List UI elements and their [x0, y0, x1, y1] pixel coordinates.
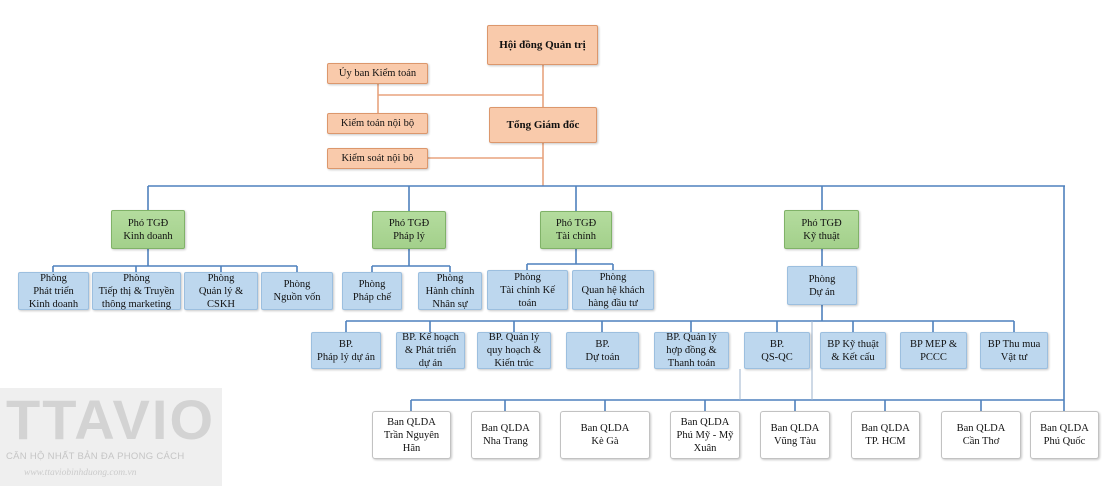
unit-estimation: BP. Dự toán: [566, 332, 639, 369]
unit-engineering-structure: BP Kỹ thuật & Kết cấu: [820, 332, 886, 369]
project-board-vung-tau: Ban QLDA Vũng Tàu: [760, 411, 830, 459]
project-board-phu-quoc: Ban QLDA Phú Quốc: [1030, 411, 1099, 459]
internal-control-box: Kiểm soát nội bộ: [327, 148, 428, 169]
dept-marketing: Phòng Tiếp thị & Truyền thông marketing: [92, 272, 181, 310]
project-board-nha-trang: Ban QLDA Nha Trang: [471, 411, 540, 459]
dept-customer-care: Phòng Quản lý & CSKH: [184, 272, 258, 310]
board-of-directors-box: Hội đồng Quản trị: [487, 25, 598, 65]
watermark-tagline: CĂN HỘ NHẤT BẢN ĐA PHONG CÁCH: [6, 451, 185, 462]
ceo-box: Tổng Giám đốc: [489, 107, 597, 143]
unit-qs-qc: BP. QS-QC: [744, 332, 810, 369]
dept-business-development: Phòng Phát triển Kinh doanh: [18, 272, 89, 310]
audit-committee-box: Ủy ban Kiểm toán: [327, 63, 428, 84]
unit-planning-development: BP. Kế hoạch & Phát triển dự án: [396, 332, 465, 369]
deputy-finance-box: Phó TGĐ Tài chính: [540, 211, 612, 249]
deputy-business-box: Phó TGĐ Kinh doanh: [111, 210, 185, 249]
unit-mep-fire: BP MEP & PCCC: [900, 332, 967, 369]
project-board-tran-nguyen-han: Ban QLDA Trần Nguyên Hãn: [372, 411, 451, 459]
deputy-legal-box: Phó TGĐ Pháp lý: [372, 211, 446, 249]
unit-project-legal: BP. Pháp lý dự án: [311, 332, 381, 369]
project-board-ke-ga: Ban QLDA Kè Gà: [560, 411, 650, 459]
project-board-hcm: Ban QLDA TP. HCM: [851, 411, 920, 459]
deputy-technical-box: Phó TGĐ Kỹ thuật: [784, 210, 859, 249]
dept-investor-relations: Phòng Quan hệ khách hàng đầu tư: [572, 270, 654, 310]
dept-accounting: Phòng Tài chính Kế toán: [487, 270, 568, 310]
watermark-url: www.ttaviobinhduong.com.vn: [24, 468, 137, 478]
unit-contracts-payments: BP. Quản lý hợp đồng & Thanh toán: [654, 332, 729, 369]
unit-procurement: BP Thu mua Vật tư: [980, 332, 1048, 369]
dept-legal: Phòng Pháp chế: [342, 272, 402, 310]
dept-hr-admin: Phòng Hành chính Nhân sự: [418, 272, 482, 310]
internal-audit-box: Kiểm toán nội bộ: [327, 113, 428, 134]
watermark-logo-text: TTAVIO: [6, 388, 216, 451]
watermark-logo: TTAVIO CĂN HỘ NHẤT BẢN ĐA PHONG CÁCH www…: [0, 388, 222, 486]
project-board-phu-my: Ban QLDA Phú Mỹ - Mỹ Xuân: [670, 411, 740, 459]
unit-zoning-architecture: BP. Quản lý quy hoạch & Kiến trúc: [477, 332, 551, 369]
dept-capital: Phòng Nguồn vốn: [261, 272, 333, 310]
project-board-can-tho: Ban QLDA Cần Thơ: [941, 411, 1021, 459]
dept-projects: Phòng Dự án: [787, 266, 857, 305]
